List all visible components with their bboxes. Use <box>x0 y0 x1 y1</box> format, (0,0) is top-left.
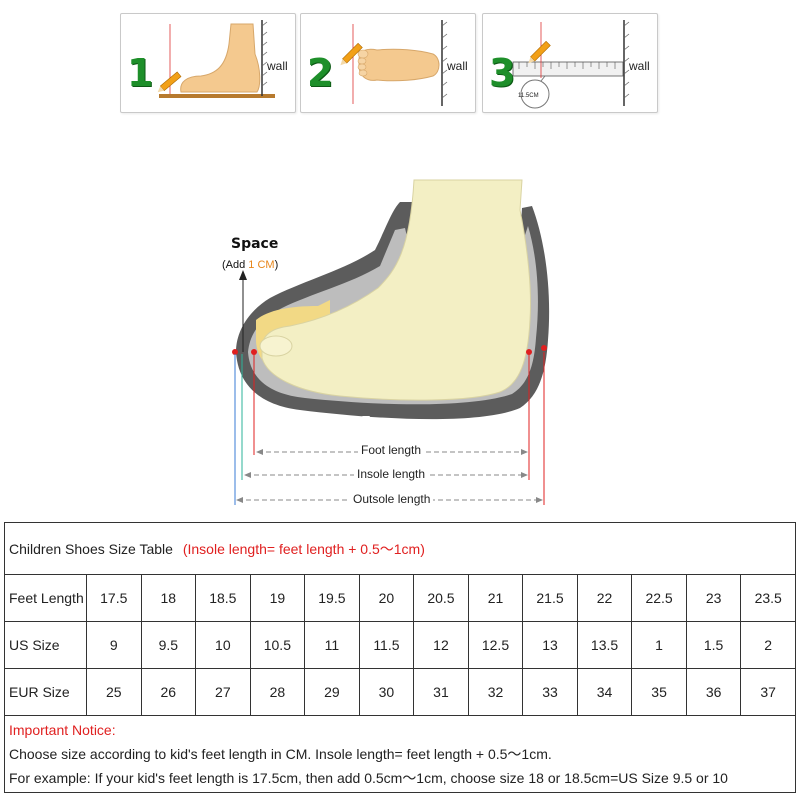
table-cell: 13 <box>522 621 578 669</box>
table-cell: 9 <box>86 621 142 669</box>
table-cell: 36 <box>685 668 742 716</box>
table-title: Children Shoes Size Table <box>9 540 173 557</box>
table-cell: 30 <box>358 668 415 716</box>
table-cell: 29 <box>304 668 360 716</box>
table-cell: 26 <box>140 668 197 716</box>
row-label: Feet Length <box>4 574 87 622</box>
step-number-3: 3 <box>489 51 516 95</box>
table-title-cell: Children Shoes Size Table (Insole length… <box>4 522 796 575</box>
step-number-2: 2 <box>307 51 334 95</box>
foot-length-label: Foot length <box>358 443 425 457</box>
table-cell: 27 <box>195 668 251 716</box>
table-cell: 10.5 <box>249 621 306 669</box>
space-note-suffix: ) <box>274 259 279 271</box>
notice-line-1: Choose size according to kid's feet leng… <box>9 746 552 762</box>
step-panel-3: 3 wall 11.5CM <box>482 13 658 113</box>
table-cell: 17.5 <box>86 574 142 622</box>
table-cell: 19 <box>249 574 306 622</box>
space-note-prefix: (Add <box>222 259 249 271</box>
table-cell: 21 <box>467 574 524 622</box>
table-cell: 13.5 <box>576 621 633 669</box>
scale-reading: 11.5CM <box>518 93 539 99</box>
table-cell: 18 <box>140 574 197 622</box>
table-cell: 37 <box>740 668 796 716</box>
table-cell: 1 <box>631 621 687 669</box>
row-label: EUR Size <box>4 668 87 716</box>
table-cell: 18.5 <box>195 574 251 622</box>
space-note-value: 1 CM <box>248 259 275 271</box>
table-title-row: Children Shoes Size Table (Insole length… <box>4 522 796 575</box>
table-cell: 23 <box>685 574 742 622</box>
insole-length-label: Insole length <box>354 467 429 481</box>
table-cell: 12 <box>413 621 469 669</box>
table-cell: 25 <box>86 668 142 716</box>
wall-label-2: wall <box>447 59 468 73</box>
table-cell: 22 <box>576 574 633 622</box>
table-cell: 9.5 <box>140 621 197 669</box>
step-panel-1: 1 wall <box>120 13 296 113</box>
table-row-feet-length: Feet Length 17.5 18 18.5 19 19.5 20 20.5… <box>4 574 796 622</box>
notice-cell: Important Notice: Choose size according … <box>4 715 796 793</box>
table-cell: 19.5 <box>304 574 360 622</box>
row-label: US Size <box>4 621 87 669</box>
table-cell: 32 <box>467 668 524 716</box>
table-row-us-size: US Size 9 9.5 10 10.5 11 11.5 12 12.5 13… <box>4 621 796 669</box>
table-cell: 22.5 <box>631 574 687 622</box>
table-cell: 21.5 <box>522 574 578 622</box>
table-cell: 2 <box>740 621 796 669</box>
foot-in-shoe-diagram: Space (Add 1 CM) Foot length Insole leng… <box>0 170 800 515</box>
size-table: Children Shoes Size Table (Insole length… <box>4 522 796 793</box>
space-title: Space <box>231 236 279 252</box>
table-cell: 33 <box>522 668 578 716</box>
table-row-eur-size: EUR Size 25 26 27 28 29 30 31 32 33 34 3… <box>4 668 796 716</box>
shoe-cross-section-illustration <box>232 179 550 505</box>
wall-label-3: wall <box>629 59 650 73</box>
table-notice-row: Important Notice: Choose size according … <box>4 715 796 793</box>
foot-on-floor-illustration <box>157 20 275 98</box>
table-cell: 11.5 <box>358 621 415 669</box>
foot-top-view-illustration <box>340 20 448 106</box>
table-cell: 23.5 <box>740 574 796 622</box>
outsole-length-label: Outsole length <box>350 492 434 506</box>
table-cell: 11 <box>304 621 360 669</box>
table-cell: 10 <box>195 621 251 669</box>
step-panel-2: 2 wall <box>300 13 476 113</box>
wall-label-1: wall <box>267 59 288 73</box>
table-cell: 34 <box>576 668 633 716</box>
step-number-1: 1 <box>127 51 154 95</box>
table-cell: 20 <box>358 574 415 622</box>
space-note: (Add 1 CM) <box>222 259 278 271</box>
ruler-measurement-illustration <box>512 20 630 109</box>
table-cell: 35 <box>631 668 687 716</box>
table-cell: 31 <box>413 668 469 716</box>
table-cell: 20.5 <box>413 574 469 622</box>
notice-line-2: For example: If your kid's feet length i… <box>9 770 728 786</box>
notice-title: Important Notice: <box>9 722 116 738</box>
table-cell: 28 <box>249 668 306 716</box>
table-cell: 1.5 <box>685 621 742 669</box>
table-formula: (Insole length= feet length + 0.5～1cm) <box>182 540 425 557</box>
table-cell: 12.5 <box>467 621 524 669</box>
